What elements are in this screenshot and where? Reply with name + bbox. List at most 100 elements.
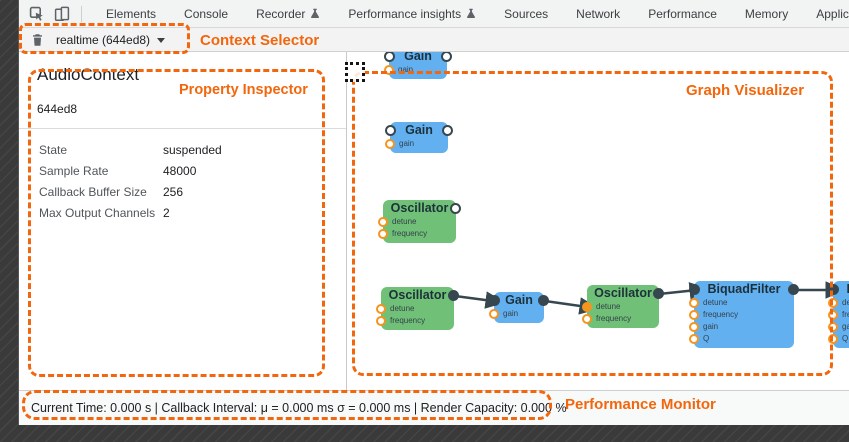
property-label: Sample Rate — [39, 163, 109, 178]
param-row: gain — [385, 138, 448, 150]
param-label: gain — [503, 309, 519, 318]
param-port-gain — [828, 322, 838, 332]
param-row: gain — [489, 308, 544, 320]
tab-network[interactable]: Network — [562, 0, 634, 27]
param-label: gain — [842, 322, 849, 331]
output-port — [448, 290, 459, 301]
graph-edge — [454, 291, 506, 309]
graph-visualizer-annotation-label: Graph Visualizer — [686, 82, 805, 99]
param-label: detune — [390, 304, 415, 313]
param-port-detune — [378, 217, 388, 227]
experimental-flask-icon — [311, 8, 320, 19]
tab-elements[interactable]: Elements — [92, 0, 170, 27]
param-label: detune — [392, 217, 417, 226]
param-port-frequency — [376, 316, 386, 326]
param-port-frequency — [689, 310, 699, 320]
param-port-Q — [689, 334, 699, 344]
param-label: Q — [842, 334, 849, 343]
output-port — [653, 288, 664, 299]
node-title: BiquadFilter — [833, 281, 849, 297]
input-port — [489, 295, 500, 306]
graph-edge — [544, 297, 600, 315]
param-port-detune — [689, 298, 699, 308]
device-toolbar-icon[interactable] — [54, 6, 70, 22]
tab-console[interactable]: Console — [170, 0, 242, 27]
tab-performance-insights[interactable]: Performance insights — [334, 0, 490, 27]
param-row: gain — [828, 321, 849, 333]
param-port-gain — [489, 309, 499, 319]
tab-label: Elements — [106, 6, 157, 21]
param-label: frequency — [392, 229, 428, 238]
devtools-tabbar: Elements Console Recorder Performance insi… — [19, 0, 849, 28]
param-port-detune — [828, 298, 838, 308]
param-port-frequency — [378, 229, 388, 239]
output-port — [450, 203, 461, 214]
param-port-frequency — [582, 314, 592, 324]
param-row: Q — [689, 333, 794, 345]
node-title: BiquadFilter — [707, 282, 781, 296]
tab-label: Network — [576, 6, 621, 21]
tabbar-divider — [81, 5, 82, 22]
tab-sources[interactable]: Sources — [490, 0, 562, 27]
property-label: Callback Buffer Size — [39, 184, 147, 199]
param-row: detune — [828, 297, 849, 309]
node-title: Gain — [405, 123, 433, 137]
param-label: frequency — [703, 310, 739, 319]
graph-node-gain-1[interactable]: Gain gain — [489, 292, 549, 323]
tab-label: Application — [816, 6, 849, 21]
panel-tabs: Elements Console Recorder Performance insi… — [92, 0, 849, 27]
performance-status-text: Current Time: 0.000 s | Callback Interva… — [31, 401, 567, 415]
tab-recorder[interactable]: Recorder — [242, 0, 334, 27]
property-inspector-annotation-label: Property Inspector — [179, 82, 308, 98]
context-selector-label: realtime (644ed8) — [56, 32, 151, 47]
param-row: gain — [689, 321, 794, 333]
param-row: detune — [376, 303, 454, 315]
inspect-element-icon[interactable] — [29, 6, 45, 22]
param-port-gain — [689, 322, 699, 332]
param-row: detune — [582, 301, 659, 313]
tab-label: Memory — [744, 6, 789, 21]
param-label: gain — [399, 139, 415, 148]
param-label: gain — [398, 65, 414, 74]
tab-label: Console — [184, 6, 229, 21]
param-row: detune — [689, 297, 794, 309]
property-value: 2 — [163, 205, 170, 220]
param-row: gain — [384, 64, 447, 76]
trash-icon[interactable] — [31, 33, 44, 47]
param-row: frequency — [376, 315, 454, 327]
param-row: detune — [378, 216, 456, 228]
param-row: Q — [828, 333, 849, 345]
tab-memory[interactable]: Memory — [731, 0, 802, 27]
param-row: frequency — [582, 313, 659, 325]
property-value: suspended — [163, 142, 222, 157]
devtools-window: Elements Console Recorder Performance insi… — [18, 0, 849, 425]
node-title: Gain — [505, 293, 533, 307]
param-row: frequency — [828, 309, 849, 321]
context-selector-dropdown[interactable]: realtime (644ed8) — [56, 32, 166, 47]
input-port — [828, 284, 839, 295]
param-port-gain — [384, 65, 394, 75]
chevron-down-icon — [157, 37, 166, 43]
tab-label: Performance insights — [348, 6, 462, 21]
tab-application[interactable]: Application — [802, 0, 849, 27]
tab-performance[interactable]: Performance — [634, 0, 731, 27]
param-row: frequency — [378, 228, 456, 240]
param-label: frequency — [390, 316, 426, 325]
graph-node-gain-top-2[interactable]: Gain gain — [385, 122, 453, 153]
param-label: detune — [842, 298, 849, 307]
input-port — [385, 125, 396, 136]
